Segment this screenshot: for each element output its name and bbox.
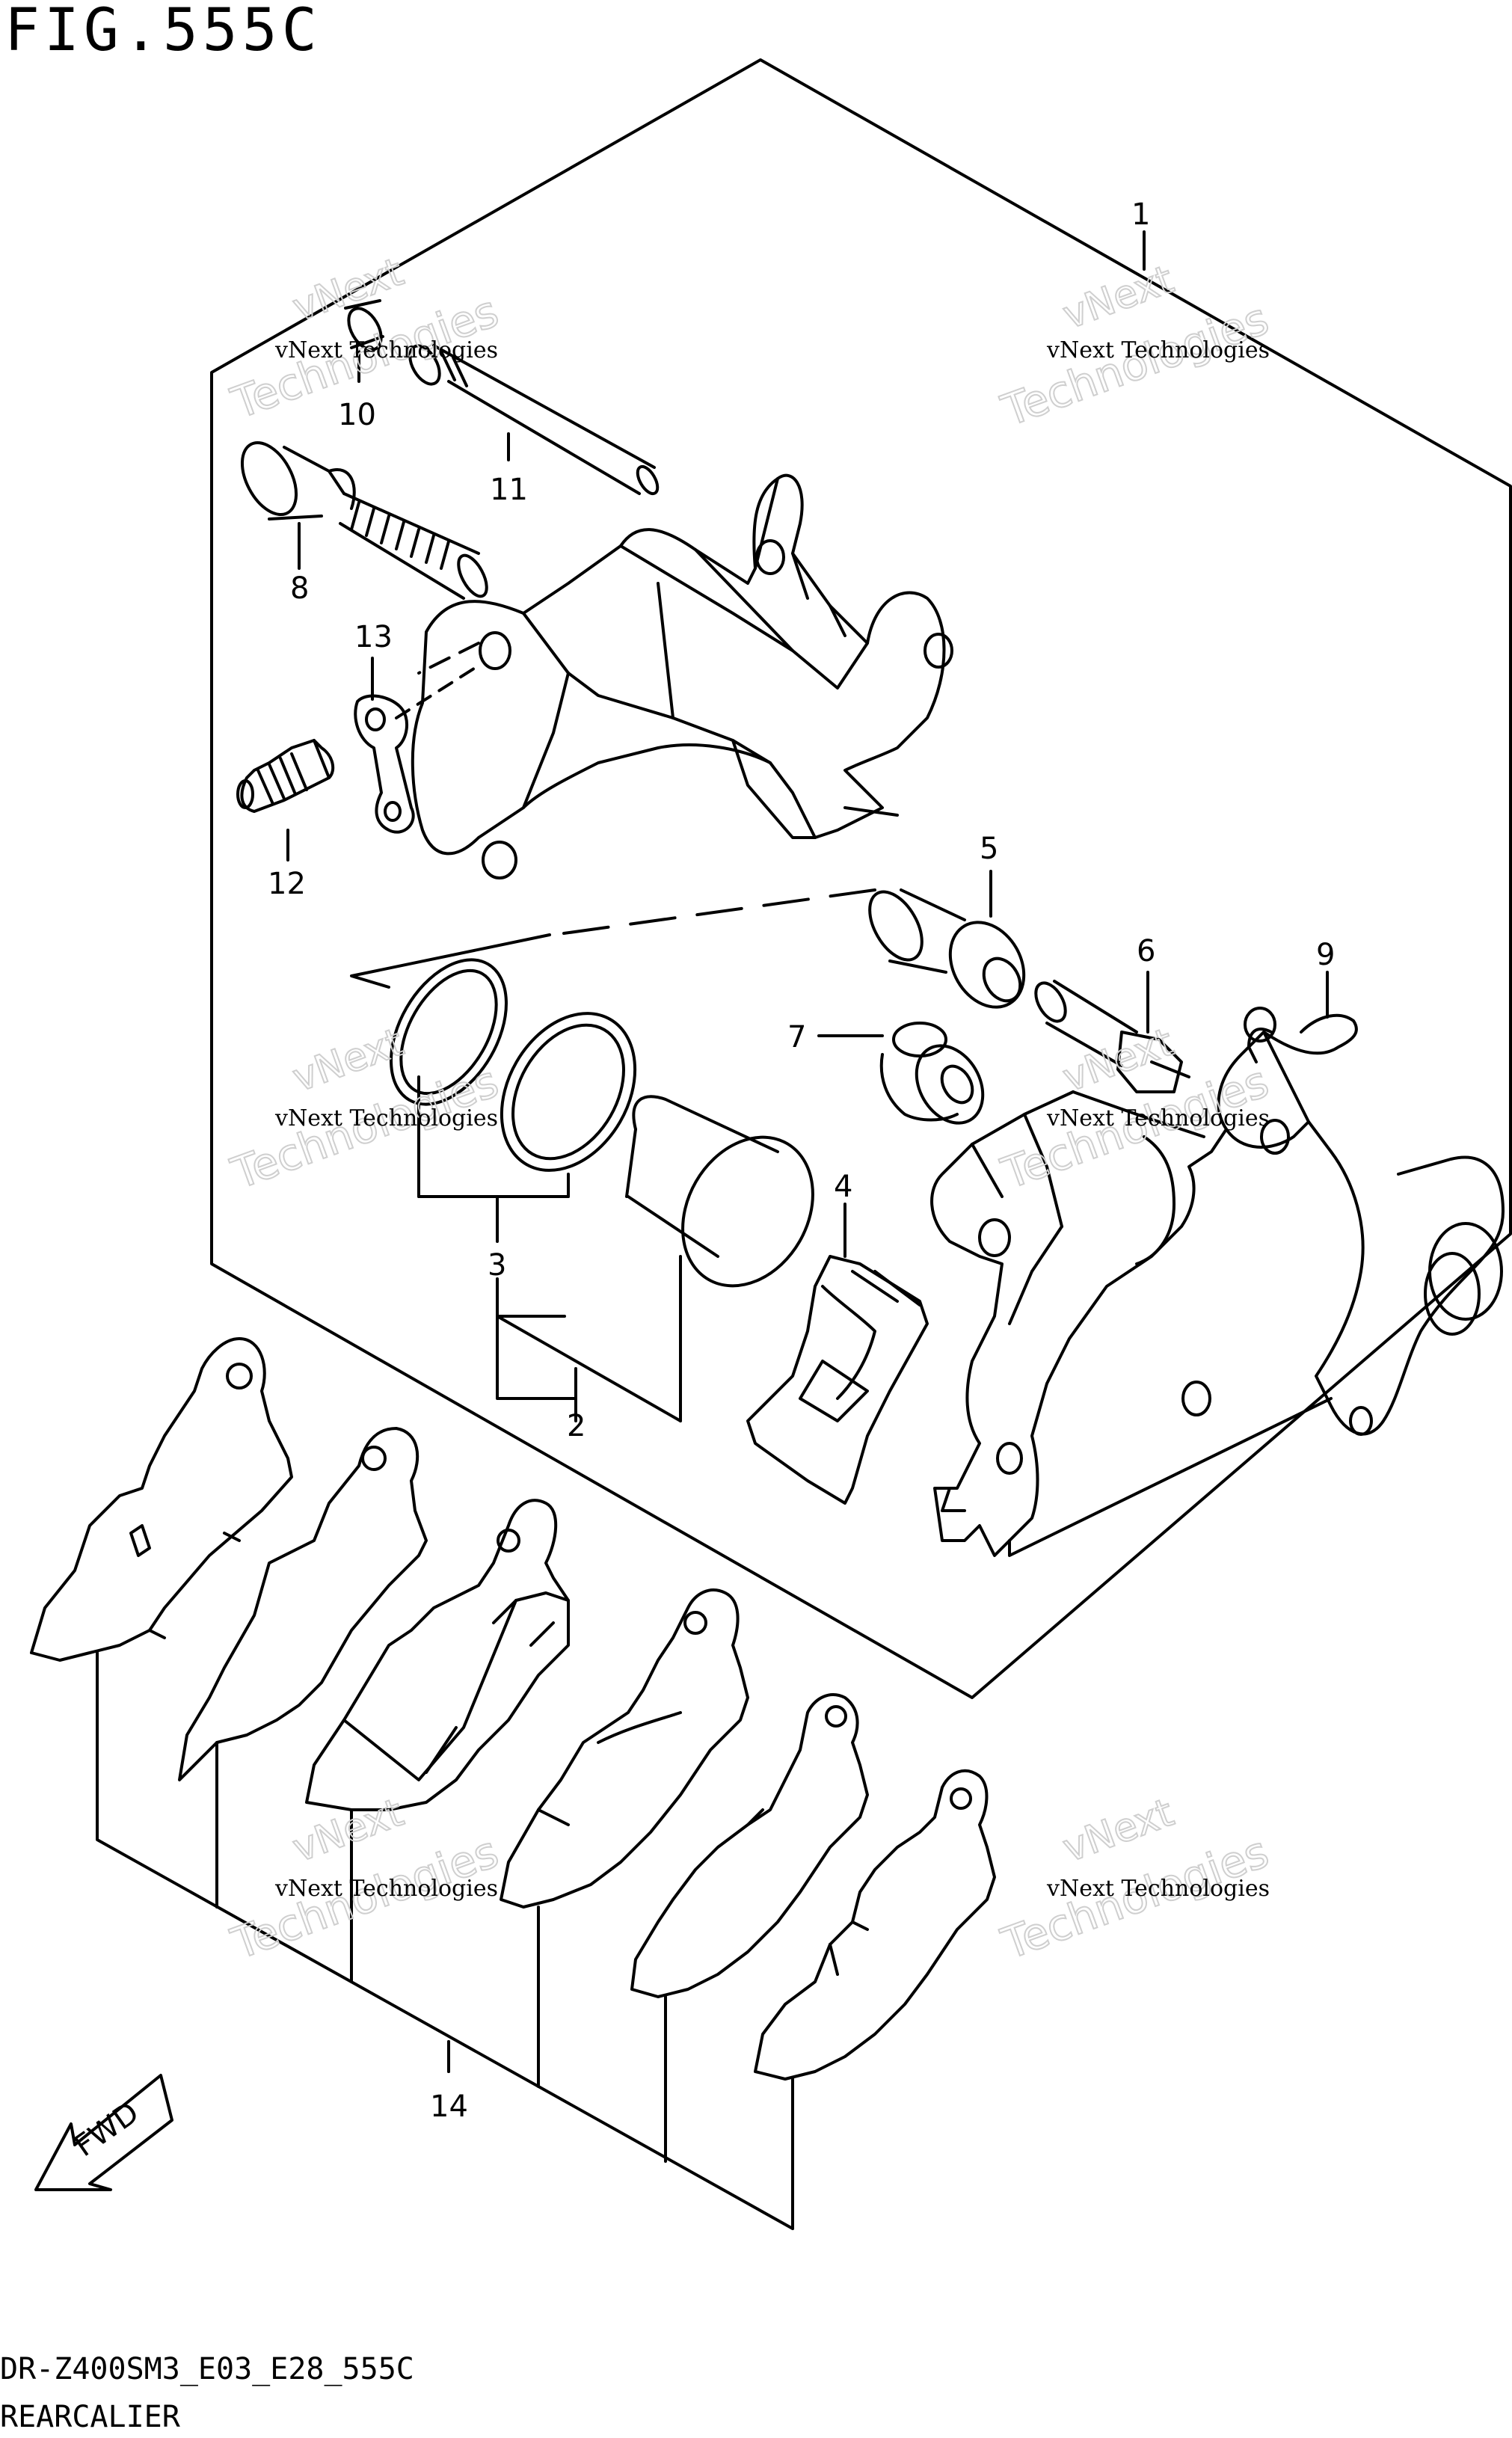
- svg-text:vNext Technologies: vNext Technologies: [1046, 1105, 1270, 1132]
- diagram-name: REARCALIER: [0, 2400, 180, 2434]
- svg-text:vNext: vNext: [287, 1020, 409, 1101]
- assembly-boundary: [210, 58, 1512, 1699]
- seal-rings-drawing: [390, 958, 637, 1172]
- fwd-label: FWD: [68, 2095, 145, 2164]
- callout-7: 7: [787, 1020, 806, 1054]
- svg-text:vNext Technologies: vNext Technologies: [1046, 1876, 1270, 1902]
- watermark-6: vNext Technologies vNext Technologies: [995, 1790, 1276, 1971]
- callout-14: 14: [430, 2090, 468, 2124]
- svg-text:vNext: vNext: [1057, 1790, 1179, 1871]
- pad-spring-drawing: [746, 1255, 929, 1505]
- leader-lines: [286, 230, 1329, 2073]
- watermark-2: vNext Technologies vNext Technologies: [995, 257, 1276, 437]
- callout-12: 12: [268, 867, 306, 901]
- svg-text:vNext Technologies: vNext Technologies: [274, 1876, 498, 1902]
- fwd-arrow: [34, 2074, 173, 2191]
- callout-13: 13: [354, 620, 393, 654]
- pin-plug-drawing: [344, 299, 384, 351]
- slide-pin-drawing: [868, 888, 1026, 1009]
- mounting-bolt-drawing: [240, 440, 488, 600]
- bleeder-clip-drawing: [354, 664, 480, 834]
- svg-text:vNext Technologies: vNext Technologies: [274, 337, 498, 363]
- svg-text:vNext: vNext: [1057, 1020, 1179, 1101]
- callout-5: 5: [980, 832, 998, 866]
- callout-11: 11: [490, 473, 528, 507]
- slide-pin-bolt-drawing: [1034, 980, 1190, 1093]
- caliper-holder-drawing: [930, 1007, 1505, 1557]
- callout-8: 8: [290, 571, 309, 606]
- svg-text:vNext Technologies: vNext Technologies: [274, 1105, 498, 1132]
- callout-2: 2: [567, 1409, 586, 1443]
- bleeder-valve-drawing: [236, 739, 335, 813]
- watermark-3: vNext Technologies vNext Technologies: [224, 1019, 505, 1200]
- callout-9: 9: [1316, 938, 1335, 972]
- brake-pads-drawing: [30, 1337, 996, 2230]
- callout-3: 3: [488, 1248, 506, 1283]
- watermarks: vNext Technologies vNext Technologies vN…: [224, 249, 1276, 1971]
- piston-drawing: [625, 1095, 814, 1288]
- callout-6: 6: [1137, 934, 1155, 968]
- caliper-body-drawing: [350, 473, 953, 989]
- svg-text:vNext: vNext: [1057, 257, 1179, 338]
- callout-10: 10: [338, 398, 376, 432]
- pad-pin-drawing: [408, 344, 660, 496]
- watermark-5: vNext Technologies vNext Technologies: [224, 1790, 505, 1971]
- svg-text:vNext Technologies: vNext Technologies: [1046, 337, 1270, 363]
- boot-drawing: [879, 1022, 985, 1125]
- diagram-code: DR-Z400SM3_E03_E28_555C: [0, 2352, 414, 2386]
- callout-4: 4: [834, 1170, 852, 1204]
- figure-title: FIG.555C: [4, 0, 322, 64]
- callout-1: 1: [1131, 197, 1150, 232]
